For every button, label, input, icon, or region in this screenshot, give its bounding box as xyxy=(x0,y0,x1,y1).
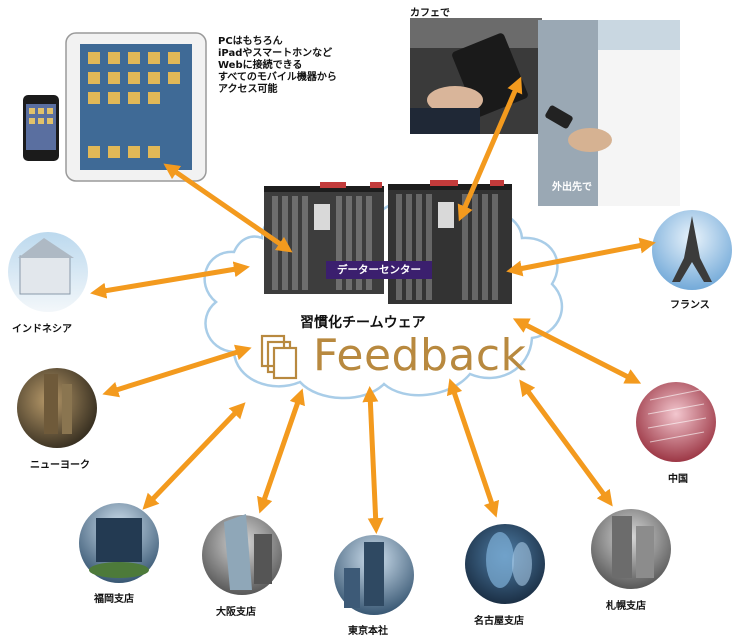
location-label-nagoya: 名古屋支店 xyxy=(474,612,524,627)
location-label-france: フランス xyxy=(670,296,710,311)
tokyo-photo xyxy=(334,535,414,615)
france-photo xyxy=(652,210,732,290)
nagoya-photo xyxy=(465,524,545,604)
arrow-osaka xyxy=(262,396,300,506)
arrow-newyork xyxy=(110,350,244,392)
location-label-tokyo: 東京本社 xyxy=(348,622,388,637)
tablet-icon xyxy=(66,33,206,181)
app-name: 習慣化チームウェア xyxy=(300,312,426,332)
location-label-newyork: ニューヨーク xyxy=(30,456,90,471)
osaka-photo xyxy=(202,514,282,595)
arrow-tokyo xyxy=(370,394,376,526)
china-photo xyxy=(636,382,716,462)
document-stack-icon xyxy=(262,336,296,378)
arrow-sapporo xyxy=(524,386,608,500)
newyork-photo xyxy=(17,368,97,448)
outside-label: 外出先で xyxy=(552,178,592,193)
cafe-photo xyxy=(410,18,542,134)
description-line: すべてのモバイル機器から xyxy=(218,72,337,84)
feedback-logo-text: Feedback xyxy=(313,330,527,381)
access-description: PCはもちろん iPadやスマートホンなど Webに接続できる すべてのモバイル… xyxy=(218,36,337,96)
location-label-china: 中国 xyxy=(668,470,688,485)
server-rack-icon xyxy=(388,180,512,304)
datacenter-badge: データーセンター xyxy=(326,261,432,279)
fukuoka-photo xyxy=(79,503,159,583)
sapporo-photo xyxy=(591,509,671,589)
description-line: アクセス可能 xyxy=(218,84,337,96)
arrow-fukuoka xyxy=(148,408,240,504)
arrow-nagoya xyxy=(452,386,494,510)
smartphone-icon xyxy=(23,95,59,161)
description-line: Webに接続できる xyxy=(218,60,337,72)
description-line: iPadやスマートホンなど xyxy=(218,48,337,60)
location-label-indonesia: インドネシア xyxy=(12,320,72,335)
cafe-label: カフェで xyxy=(410,4,450,19)
description-line: PCはもちろん xyxy=(218,36,337,48)
location-label-fukuoka: 福岡支店 xyxy=(94,590,134,605)
location-label-sapporo: 札幌支店 xyxy=(606,597,646,612)
indonesia-photo xyxy=(8,232,88,312)
arrow-china xyxy=(520,322,634,380)
location-label-osaka: 大阪支店 xyxy=(216,603,256,618)
